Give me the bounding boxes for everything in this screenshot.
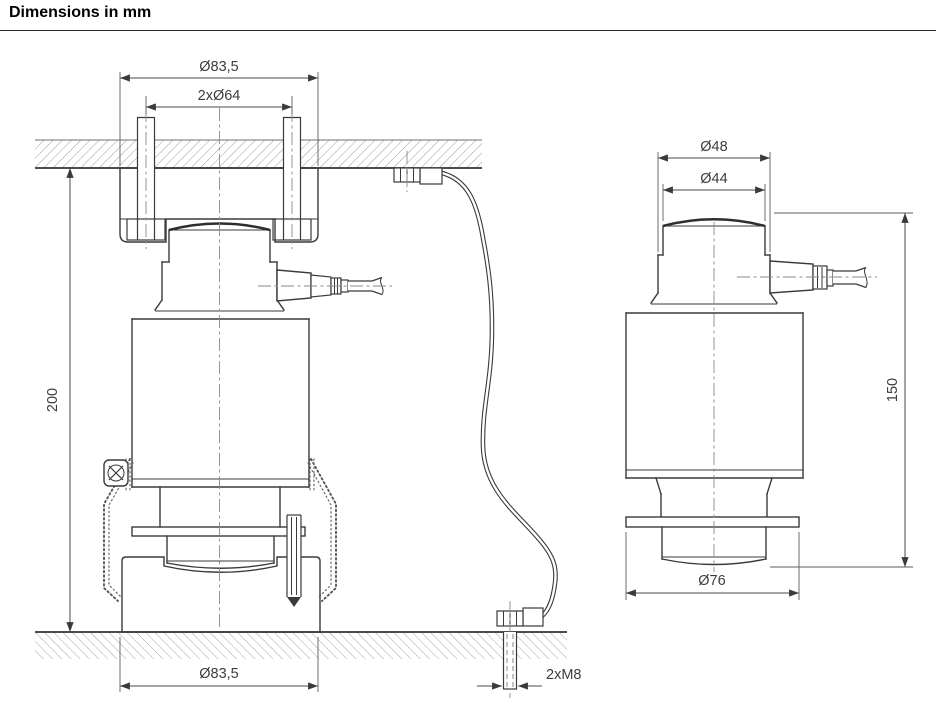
cable-break-symbol	[855, 266, 867, 289]
load-cell-body	[131, 222, 310, 528]
cable-connector-right	[737, 260, 877, 294]
page-title: Dimensions in mm	[9, 4, 152, 21]
dim-label-top-outer: Ø83,5	[199, 59, 239, 75]
cable	[441, 170, 558, 618]
dim-top-collar: Ø48	[657, 139, 771, 252]
dim-label-flange: Ø76	[698, 573, 725, 589]
dim-load-button: Ø44	[662, 171, 766, 221]
dim-label-anchor: 2xM8	[546, 667, 581, 683]
retaining-pin	[286, 514, 302, 607]
boot-clamp-screw	[103, 459, 129, 487]
dim-base-diameter: Ø83,5	[119, 637, 319, 692]
flange-plate	[131, 526, 306, 537]
ceiling-cable-clamp	[393, 151, 443, 192]
dim-cell-height-150: 150	[770, 212, 913, 568]
cable-connector	[258, 269, 392, 302]
protective-boot	[103, 458, 337, 602]
dim-bolt-circle: 2xØ64	[145, 88, 293, 114]
dim-anchor-bolts: 2xM8	[477, 667, 581, 690]
load-button-dome	[662, 218, 766, 228]
right-view-load-cell: Ø48 Ø44 150 Ø76	[625, 139, 913, 600]
dim-base-flange: Ø76	[625, 532, 800, 600]
mounting-stud-left	[126, 109, 166, 249]
dim-label-base: Ø83,5	[199, 666, 239, 682]
left-view-installation: Ø83,5 2xØ64 200 Ø83,5 2xM8	[35, 59, 581, 698]
cable-break-symbol	[371, 276, 383, 296]
cable-routing	[393, 151, 558, 698]
dim-label-cell-height: 150	[885, 378, 901, 402]
dim-top-outer-diameter: Ø83,5	[119, 59, 319, 166]
dim-label-bolt-circle: 2xØ64	[198, 88, 241, 104]
ceiling-section	[35, 139, 482, 169]
floor-section	[35, 631, 567, 659]
flange-plate-right	[625, 516, 800, 528]
dim-label-height: 200	[45, 388, 61, 412]
dim-label-button: Ø44	[700, 171, 727, 187]
mounting-stud-right	[272, 109, 312, 249]
anchor-bolt-m8	[502, 632, 518, 690]
dim-label-collar: Ø48	[700, 139, 727, 155]
dim-overall-height-200: 200	[45, 168, 74, 632]
title-rule	[0, 30, 936, 31]
bottom-flange-assembly	[131, 514, 306, 607]
